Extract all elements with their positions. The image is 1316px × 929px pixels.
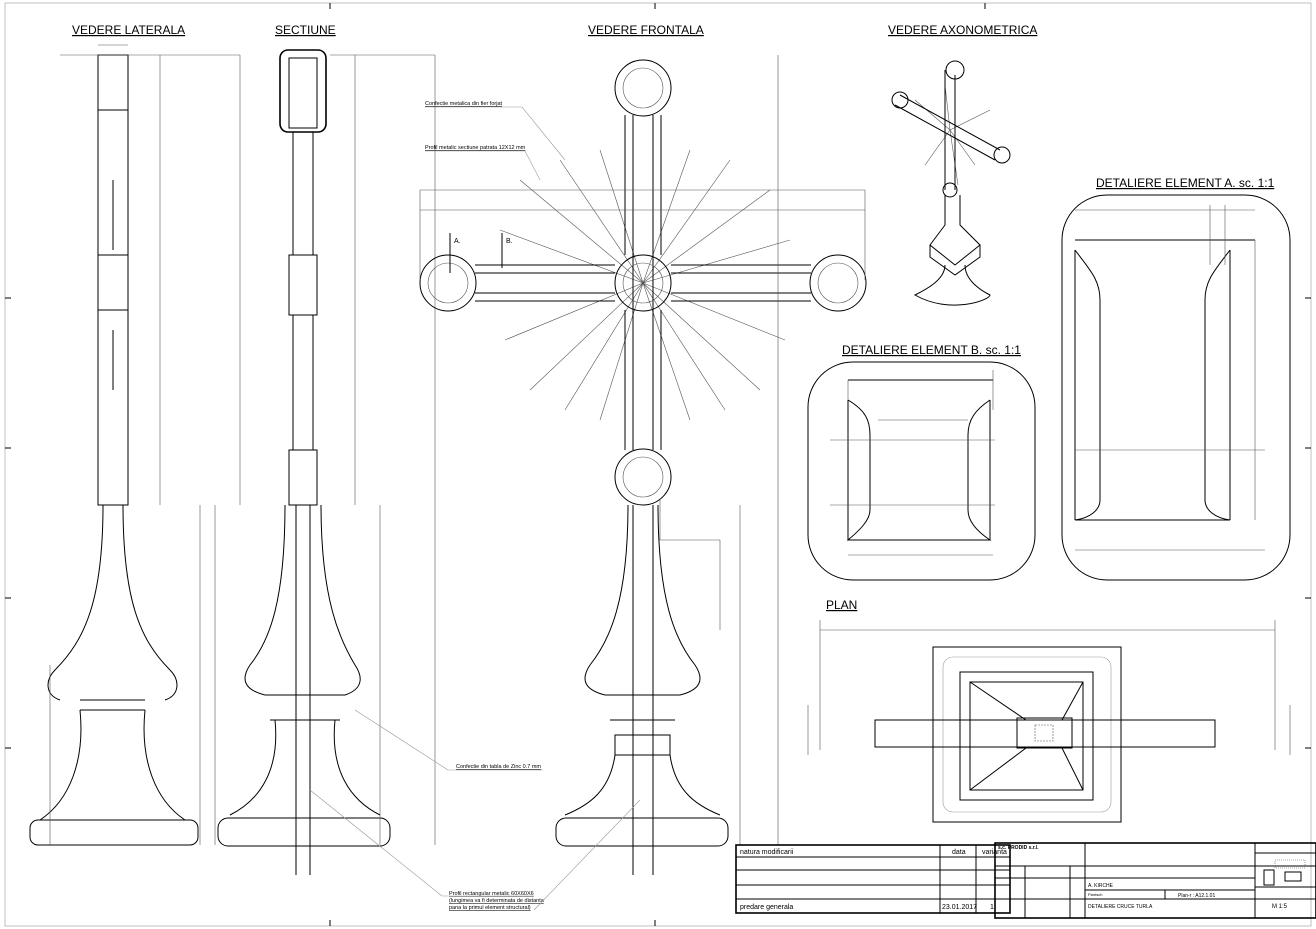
title-section: SECTIUNE: [275, 23, 336, 37]
row-variant: 1: [990, 904, 994, 911]
date-header: data: [952, 849, 966, 856]
note-zinc: Confectie din tabla de Zinc 0.7 mm: [456, 764, 541, 770]
annotations: Confectie metalica din fier forjat Profi…: [309, 101, 641, 911]
title-detail-b: DETALIERE ELEMENT B. sc. 1:1: [842, 343, 1021, 357]
front-view: A. B.: [419, 55, 867, 875]
row-date: 23.01.2017: [942, 904, 977, 911]
title-detail-a: DETALIERE ELEMENT A. sc. 1:1: [1096, 176, 1275, 190]
scale: M 1:5: [1272, 904, 1288, 910]
section-label: Pantsch: [1088, 892, 1102, 897]
title-axonometric: VEDERE AXONOMETRICA: [888, 23, 1037, 37]
marker-b: B.: [506, 238, 513, 245]
axonometric-view: [891, 60, 1011, 306]
marker-a: A.: [454, 238, 461, 245]
note-rect-profile-1: Profil rectangular metalic 60X60X6: [449, 891, 534, 897]
note-forged: Confectie metalica din fier forjat: [425, 101, 503, 107]
detail-a: [1061, 194, 1291, 581]
plan-number: Plan-r : A12.1.01: [1178, 893, 1215, 899]
section-view: [217, 49, 436, 875]
company-name: s.c. PRODID s.r.l.: [998, 845, 1039, 851]
detail-b: [807, 361, 1036, 581]
title-block: natura modificarii data varianta predare…: [735, 842, 1316, 919]
title-front-view: VEDERE FRONTALA: [588, 23, 704, 37]
cross-rays: [499, 149, 791, 421]
note-square-profile: Profil metalic sectiune patrata 12X12 mm: [425, 145, 526, 151]
drawing-title: DETALIERE CRUCE TURLA: [1088, 904, 1153, 910]
sheet-frame: [4, 2, 1312, 927]
title-side-view: VEDERE LATERALA: [72, 23, 185, 37]
object-name: A. KIRCHE: [1088, 883, 1114, 889]
title-plan: PLAN: [826, 598, 857, 612]
note-rect-profile-2: (lungimea va fi determinata de distanta: [449, 898, 545, 904]
row-label: predare generala: [740, 904, 793, 911]
note-rect-profile-3: pana la primul element structural): [449, 905, 531, 911]
plan-view: [807, 620, 1291, 823]
changes-header: natura modificarii: [740, 849, 794, 856]
side-view: [29, 44, 241, 846]
